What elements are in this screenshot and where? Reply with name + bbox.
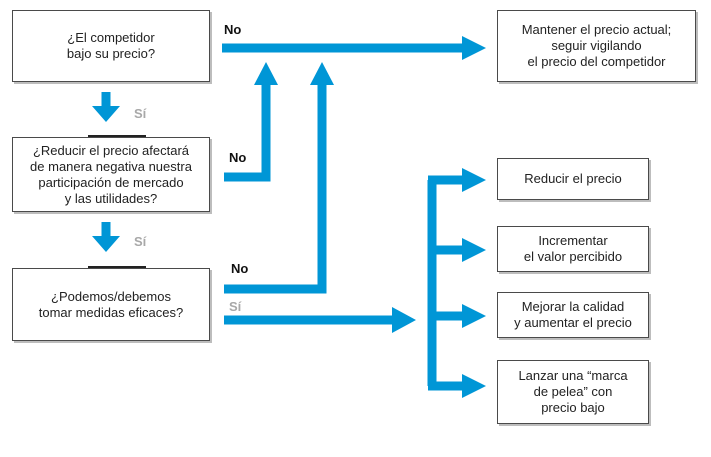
head-no-2 <box>254 62 278 85</box>
decision-impact-share-profits: ¿Reducir el precio afectará de manera ne… <box>12 137 210 212</box>
decision-effective-action: ¿Podemos/debemos tomar medidas eficaces? <box>12 268 210 341</box>
head-incrementar <box>462 238 486 262</box>
label-no-3: No <box>231 261 249 276</box>
decision-2-top-accent <box>88 135 146 138</box>
head-maintain <box>462 36 486 60</box>
label-si-2: Sí <box>134 234 147 249</box>
decision-competitor-lowered-price: ¿El competidor bajo su precio? <box>12 10 210 82</box>
head-si-1 <box>92 106 120 122</box>
connector-lines <box>101 43 462 391</box>
outcome-reduce-price: Reducir el precio <box>497 158 649 200</box>
label-no-1: No <box>224 22 242 37</box>
head-si-2 <box>92 236 120 252</box>
arrow-heads <box>92 36 486 398</box>
label-si-3: Sí <box>229 299 242 314</box>
head-no-3 <box>310 62 334 85</box>
outcome-increase-perceived-value: Incrementar el valor percibido <box>497 226 649 272</box>
decision-3-top-accent <box>88 266 146 269</box>
outcome-maintain-price: Mantener el precio actual; seguir vigila… <box>497 10 696 82</box>
arrow-no-2-up <box>224 85 271 182</box>
label-no-2: No <box>229 150 247 165</box>
outcome-improve-quality-raise-price: Mejorar la calidad y aumentar el precio <box>497 292 649 338</box>
head-to-options <box>392 307 416 333</box>
head-reducir <box>462 168 486 192</box>
label-si-1: Sí <box>134 106 147 121</box>
head-lanzar <box>462 374 486 398</box>
arrow-no-3-up <box>224 85 327 294</box>
outcome-fighting-brand: Lanzar una “marca de pelea” con precio b… <box>497 360 649 424</box>
head-mejorar <box>462 304 486 328</box>
